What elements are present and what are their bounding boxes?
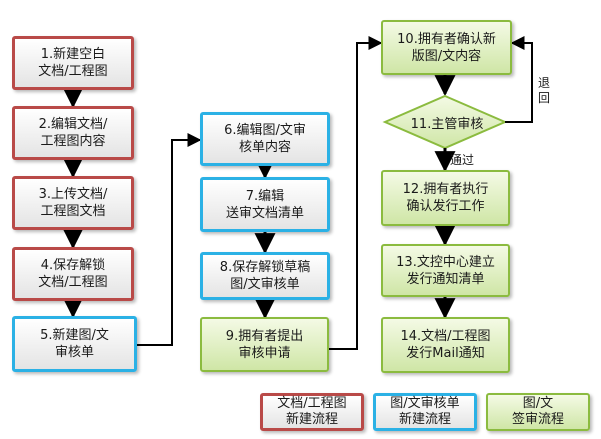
step-11-label: 11.主管审核 (410, 116, 484, 132)
arrow-5-6 (137, 133, 202, 346)
step-8-box: 8.保存解锁草稿 图/文审核单 (200, 252, 330, 300)
step-2-box: 2.编辑文档/ 工程图内容 (12, 106, 134, 160)
step-10-box: 10.拥有者确认新 版图/文内容 (381, 20, 512, 75)
step-5-box: 5.新建图/文 审核单 (12, 316, 137, 372)
step-6-box: 6.编辑图/文审 核单内容 (200, 112, 330, 166)
step-9-box: 9.拥有者提出 审核申请 (200, 317, 329, 372)
step-7-box: 7.编辑 送审文档清单 (200, 177, 330, 232)
approve-label: 通过 (450, 153, 475, 167)
step-12-box: 12.拥有者执行 确认发行工作 (381, 170, 510, 226)
arrow-reject (505, 36, 533, 123)
legend-sign-flow: 图/文 签审流程 (486, 393, 590, 431)
step-1-box: 1.新建空白 文档/工程图 (12, 36, 134, 90)
legend-review-sheet-flow: 图/文审核单 新建流程 (373, 393, 477, 431)
step-14-box: 14.文档/工程图 发行Mail通知 (381, 317, 510, 373)
step-3-box: 3.上传文档/ 工程图文档 (12, 176, 134, 230)
arrow-9-10 (329, 36, 383, 350)
reject-label: 退 回 (538, 76, 551, 105)
legend-doc-flow: 文档/工程图 新建流程 (260, 393, 364, 431)
step-13-box: 13.文控中心建立 发行通知清单 (381, 244, 510, 297)
step-4-box: 4.保存解锁 文档/工程图 (12, 247, 134, 301)
